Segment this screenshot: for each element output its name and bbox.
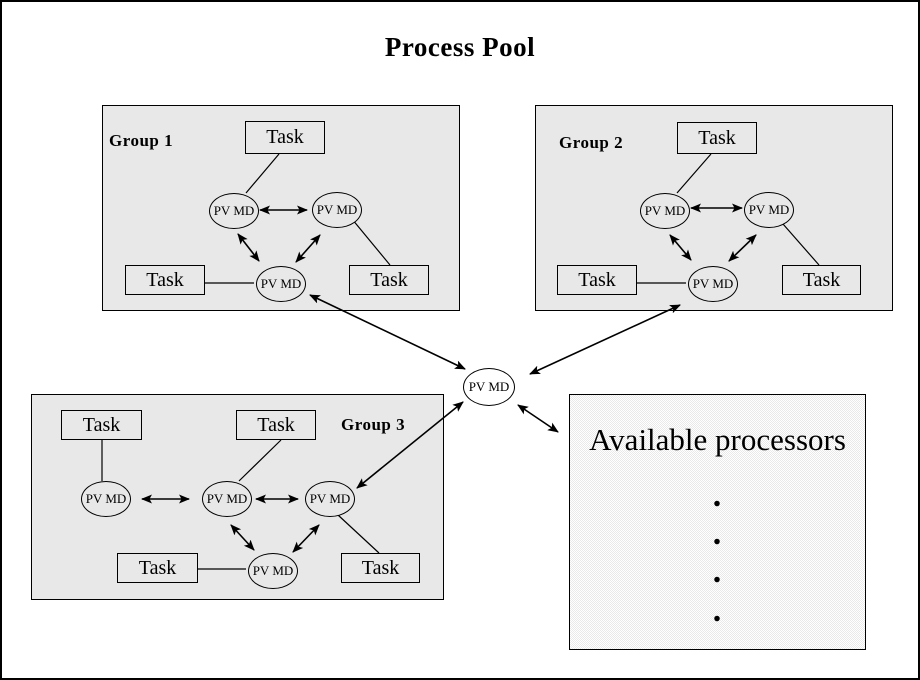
ellipsis-dot: .: [712, 553, 722, 590]
pvmd-node-g3-right: PV MD: [305, 481, 355, 517]
task-node-g1-left: Task: [125, 265, 205, 295]
pvmd-node-g3-center: PV MD: [202, 481, 252, 517]
task-node-g1-top: Task: [245, 121, 325, 154]
arrow-pool-group2: [529, 304, 681, 375]
task-node-g2-right: Task: [782, 265, 861, 295]
pvmd-node-g1-left: PV MD: [209, 193, 259, 229]
pvmd-node-g2-bottom: PV MD: [688, 266, 738, 302]
task-node-g3-topleft: Task: [61, 410, 142, 440]
pvmd-node-g1-right: PV MD: [312, 192, 362, 228]
group-2-label: Group 2: [559, 133, 624, 152]
pvmd-node-g3-bottom: PV MD: [248, 553, 298, 589]
task-node-g2-left: Task: [557, 265, 637, 295]
ellipsis-dot: .: [712, 515, 722, 552]
task-node-g3-topcenter: Task: [236, 410, 316, 440]
task-node-g3-bottomright: Task: [341, 553, 420, 583]
ellipsis-dot: .: [712, 592, 722, 629]
task-node-g1-right: Task: [349, 265, 429, 295]
diagram-title: Process Pool: [384, 32, 536, 62]
group-1-label: Group 1: [109, 131, 174, 150]
arrow-pool-available: [517, 404, 559, 433]
pvmd-node-g2-right: PV MD: [744, 192, 794, 228]
task-node-g2-top: Task: [677, 122, 757, 154]
available-processors-title: Available processors: [589, 422, 846, 457]
pvmd-node-g3-left: PV MD: [81, 481, 131, 517]
pvmd-node-g1-bottom: PV MD: [256, 266, 306, 302]
task-node-g3-bottomleft: Task: [117, 553, 198, 583]
pvmd-node-g2-left: PV MD: [640, 193, 690, 229]
pvmd-node-pool: PV MD: [463, 368, 515, 406]
group-3-label: Group 3: [341, 415, 406, 434]
available-processors-panel: [569, 394, 866, 650]
ellipsis-dot: .: [712, 477, 722, 514]
